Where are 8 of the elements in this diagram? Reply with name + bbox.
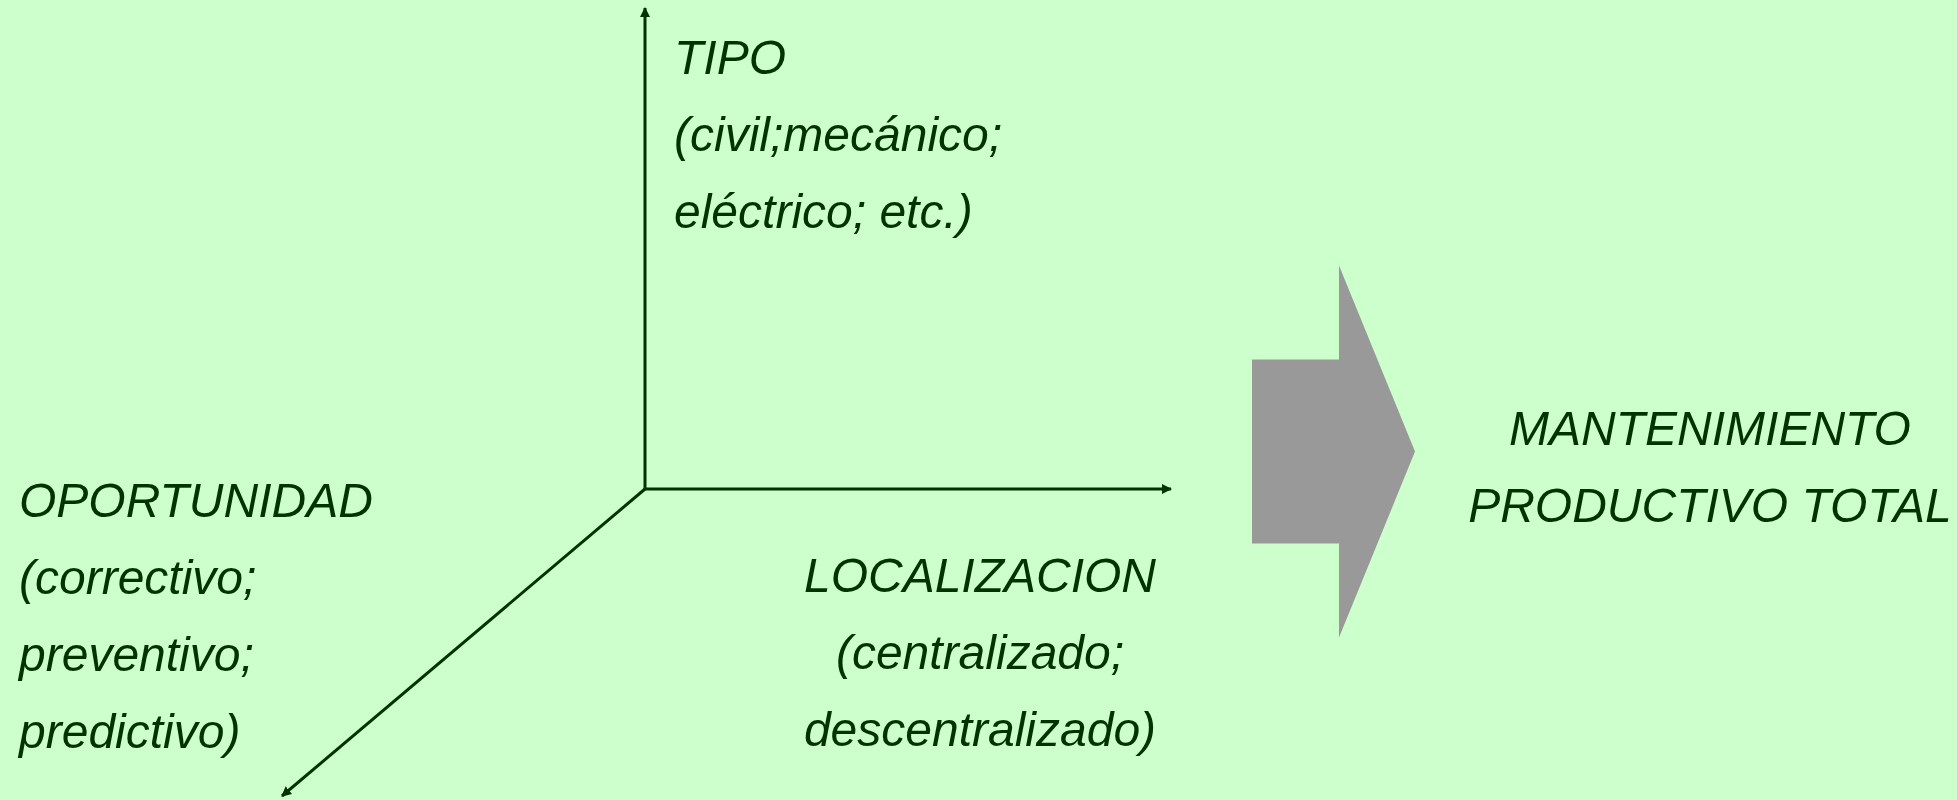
axis-title: OPORTUNIDAD [19,473,374,529]
axis-description: (civil;mecánico; eléctrico; etc.) [674,107,1004,240]
axis-description: (correctivo; preventivo; predictivo) [19,550,258,760]
block-arrow [1252,265,1415,638]
axis-title: LOCALIZACION [802,548,1158,604]
axis-description: (centralizado; descentralizado) [802,625,1158,758]
result-text: MANTENIMIENTO PRODUCTIVO TOTAL [1425,390,1957,544]
axis-title: TIPO [674,30,787,86]
